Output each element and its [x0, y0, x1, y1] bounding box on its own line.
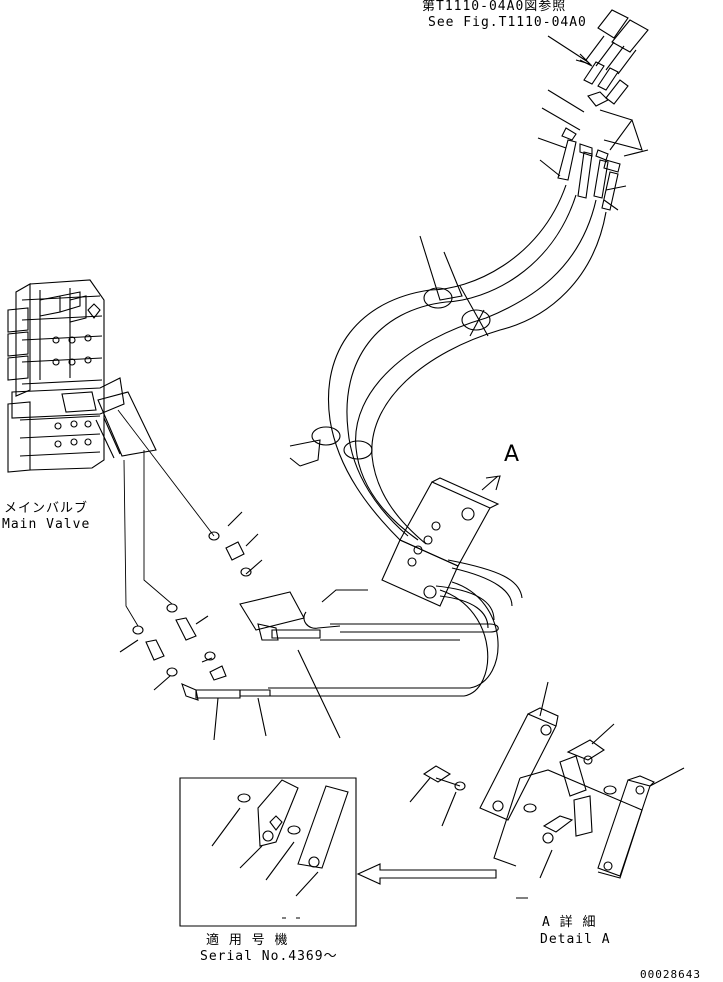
reference-label-en: See Fig.T1110-04A0 [428, 15, 587, 30]
detail-arrow [358, 864, 496, 884]
serial-label-jp: 適 用 号 機 [206, 933, 289, 948]
upper-fittings-group [538, 10, 648, 210]
reference-label-jp: 第T1110-04A0図参照 [422, 0, 567, 14]
callout-a-label: A [504, 442, 520, 467]
detail-a-label-en: Detail A [540, 932, 611, 947]
serial-box [180, 778, 356, 926]
detail-a-drawing [410, 682, 684, 898]
main-valve-label-jp: メインバルブ [4, 501, 89, 516]
detail-a-label-jp: A 詳 細 [542, 915, 597, 930]
main-hoses [290, 185, 606, 544]
drawing-number: 00028643 [640, 968, 701, 981]
main-valve-drawing [8, 280, 156, 472]
valve-block [382, 476, 500, 606]
main-valve-label-en: Main Valve [2, 517, 91, 532]
serial-label-en: Serial No.4369～ [200, 949, 338, 964]
return-hoses [118, 410, 522, 740]
